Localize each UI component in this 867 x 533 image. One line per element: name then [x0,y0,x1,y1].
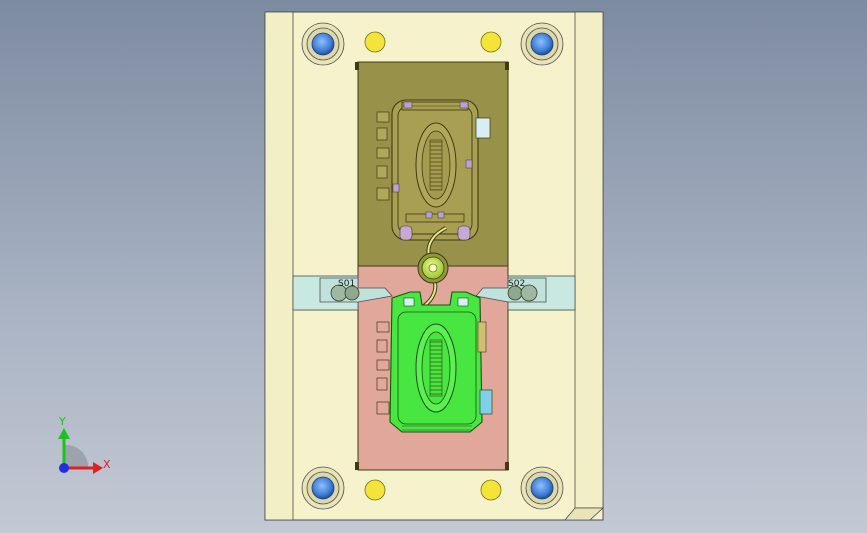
slider-label-left: S01 [338,279,355,289]
guide-pin-bottom-left [301,466,345,510]
slider-label-right: S02 [508,279,525,289]
sprue-bushing [417,252,449,284]
guide-pin-bottom-right [520,466,564,510]
molded-part-core-side [376,291,493,433]
coordinate-triad: Y X [58,415,111,474]
axis-y-label: Y [58,415,66,428]
molded-part-cavity-side [376,99,491,241]
slider-right [475,275,576,311]
return-pins [364,31,502,501]
axis-x-label: X [103,458,111,471]
slider-left [292,275,393,311]
guide-pin-top-left [301,22,345,66]
guide-pin-top-right [520,22,564,66]
